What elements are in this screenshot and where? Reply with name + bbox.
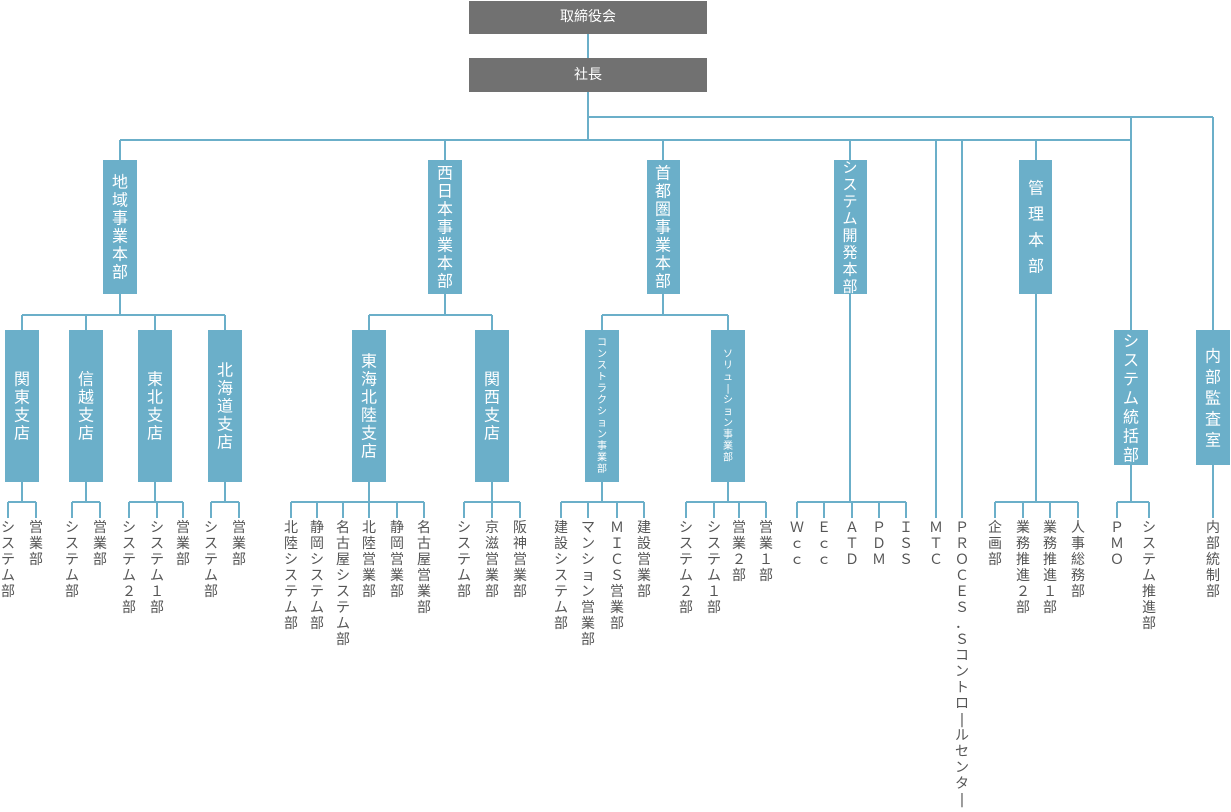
department-label: ＩＳＳ [899, 520, 913, 568]
department-label: 業務推進１部 [1043, 520, 1057, 616]
branch-construction: コンストラクション事業部 [585, 330, 619, 482]
branch-label: 北海道支店 [217, 361, 233, 452]
division-shutoken: 首都圏事業本部 [647, 160, 680, 294]
division-system-tokatsu: システム統括部 [1114, 330, 1148, 465]
branch-tohoku: 東北支店 [138, 330, 172, 482]
department-label: 営業２部 [732, 520, 746, 584]
branch-label-text: 関西支店 [484, 370, 500, 443]
division-label-text: 西日本事業本部 [437, 164, 453, 291]
department-label: Ｗｃｃ [790, 520, 804, 568]
board-label: 取締役会 [560, 8, 616, 25]
department-label: システム部 [204, 520, 218, 600]
department-label: ＰＤＭ [872, 520, 886, 568]
division-label: システム開発本部 [842, 159, 857, 296]
department-label: ＡＴＤ [845, 520, 859, 568]
branch-label-text: コンストラクション事業部 [597, 337, 607, 475]
branch-label-text: 東北支店 [147, 370, 163, 443]
branch-label: 関西支店 [484, 370, 500, 443]
department-label: システム２部 [122, 520, 136, 616]
department-label: システム１部 [707, 520, 721, 616]
department-label: 静岡営業部 [390, 520, 404, 600]
division-label: 管理本部 [1028, 179, 1044, 276]
department-label: 業務推進２部 [1016, 520, 1030, 616]
department-label: 北陸システム部 [284, 520, 298, 632]
branch-label-text: 北海道支店 [217, 361, 233, 452]
branch-shinetsu: 信越支店 [69, 330, 103, 482]
division-system-kaihatsu: システム開発本部 [834, 159, 867, 296]
branch-label: 関東支店 [14, 370, 30, 443]
department-label: 阪神営業部 [513, 520, 527, 600]
branch-label: 東海北陸支店 [361, 352, 377, 461]
division-label-text: 管理本部 [1028, 179, 1044, 276]
branch-label: ソリュ|ション事業部 [723, 349, 733, 464]
department-label: 営業部 [29, 520, 43, 568]
division-label: 内部監査室 [1205, 347, 1221, 450]
division-nishinihon: 西日本事業本部 [428, 160, 462, 294]
board-node: 取締役会 [469, 1, 707, 34]
branch-hokkaido: 北海道支店 [208, 330, 242, 482]
department-label: マンション営業部 [581, 520, 595, 648]
department-label: システム部 [1, 520, 15, 600]
department-label: システム１部 [150, 520, 164, 616]
division-label-text: システム開発本部 [842, 159, 857, 296]
department-label: 建設システム部 [554, 520, 568, 632]
department-label: 名古屋営業部 [417, 520, 431, 616]
department-label: システム部 [457, 520, 471, 600]
branch-label: 東北支店 [147, 370, 163, 443]
connector-lines [8, 34, 1214, 518]
department-label: Ｅｃｃ [817, 520, 831, 568]
branch-kanto: 関東支店 [5, 330, 39, 482]
department-label: システム２部 [679, 520, 693, 616]
branch-label: 信越支店 [78, 370, 94, 443]
president-label: 社長 [574, 67, 602, 83]
division-label-text: 首都圏事業本部 [655, 164, 671, 291]
department-label: システム推進部 [1142, 520, 1156, 632]
branch-label-text: 信越支店 [78, 370, 94, 443]
department-label: ＰＭＯ [1110, 520, 1124, 568]
department-label: 静岡システム部 [310, 520, 324, 632]
division-naibu-kansa: 内部監査室 [1196, 330, 1230, 465]
department-label: 京滋営業部 [485, 520, 499, 600]
division-label: 首都圏事業本部 [655, 164, 671, 291]
division-label: 地域事業本部 [112, 173, 128, 282]
branch-solution: ソリュ|ション事業部 [711, 330, 745, 482]
department-label: ＭＴＣ [929, 520, 943, 568]
branch-label-text: ソリュ|ション事業部 [723, 349, 733, 464]
department-label: ＭＩＣＳ営業部 [610, 520, 624, 632]
department-labels: システム部営業部システム部営業部システム２部システム１部営業部システム部営業部北… [1, 519, 1220, 808]
branch-label: コンストラクション事業部 [597, 337, 607, 475]
division-label: 西日本事業本部 [437, 164, 453, 291]
division-label-text: 内部監査室 [1205, 347, 1221, 450]
division-label: システム統括部 [1123, 332, 1139, 465]
department-label: 内部統制部 [1206, 520, 1220, 600]
branch-label-text: 関東支店 [14, 370, 30, 443]
department-label: ＰＲＯＣＥＳ．Ｓコントロ|ルセンタ| [955, 520, 969, 808]
department-label: 北陸営業部 [362, 520, 376, 600]
president-node: 社長 [469, 58, 707, 92]
department-label: 人事総務部 [1071, 520, 1085, 600]
department-label: 建設営業部 [637, 520, 651, 600]
department-label: 営業部 [93, 520, 107, 568]
department-label: 営業部 [176, 520, 190, 568]
division-chiiki: 地域事業本部 [103, 160, 137, 294]
branch-kansai: 関西支店 [475, 330, 509, 482]
division-label-text: 地域事業本部 [112, 173, 128, 282]
department-label: 名古屋システム部 [336, 520, 350, 648]
branch-tokai-hokuriku: 東海北陸支店 [352, 330, 386, 482]
branch-label-text: 東海北陸支店 [361, 352, 377, 461]
department-label: 営業１部 [759, 520, 773, 584]
division-label-text: システム統括部 [1123, 332, 1139, 465]
department-drop-lines [7, 502, 1214, 518]
department-label: システム部 [65, 520, 79, 600]
department-label: 企画部 [988, 519, 1002, 568]
division-kanri: 管理本部 [1019, 160, 1052, 294]
department-label: 営業部 [232, 520, 246, 568]
